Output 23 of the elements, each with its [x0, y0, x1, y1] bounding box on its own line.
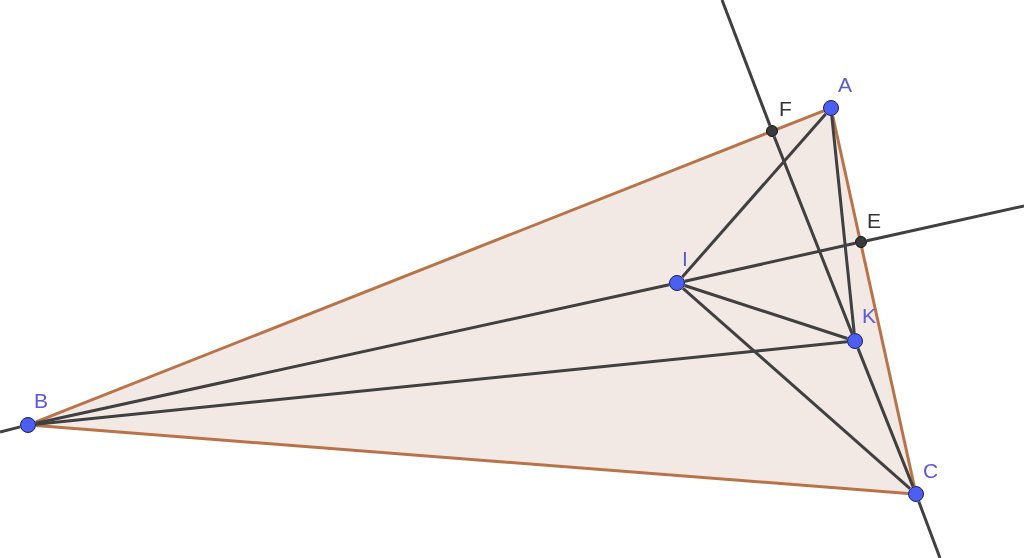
line-segment	[830, 115, 856, 334]
triangle-side	[831, 115, 916, 487]
line-segment	[866, 204, 1024, 243]
line-segment	[682, 287, 911, 490]
point-label: C	[923, 459, 939, 483]
line-segment	[681, 113, 827, 278]
line-segment	[684, 241, 856, 283]
triangle-side	[34, 109, 825, 424]
point-label: F	[779, 97, 792, 121]
line-segment	[0, 425, 21, 434]
line-segment	[917, 500, 942, 558]
line-segment	[35, 340, 848, 426]
point-label: B	[34, 389, 48, 413]
line-segment	[720, 0, 772, 126]
point-label: E	[867, 209, 881, 233]
point-label: I	[682, 247, 688, 271]
line-segment	[684, 284, 848, 340]
point-label: K	[862, 304, 876, 328]
point-label: A	[838, 73, 852, 97]
triangle-side	[35, 424, 909, 495]
line-segment	[35, 283, 670, 425]
line-segment	[856, 347, 915, 488]
line-segment	[772, 136, 854, 335]
